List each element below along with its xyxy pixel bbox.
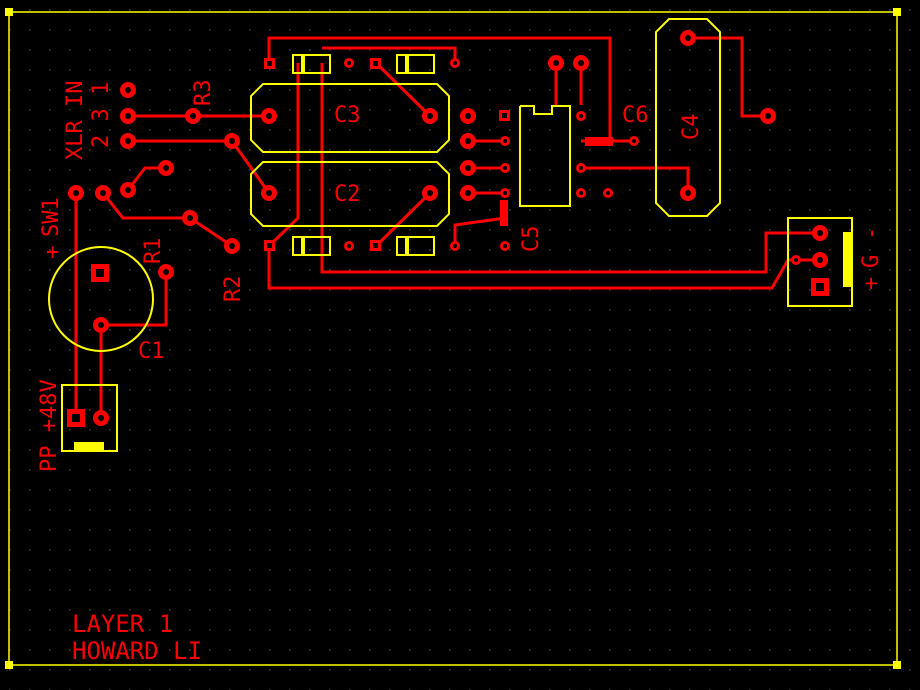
label-out-minus: - [859, 227, 884, 240]
square-pads [67, 58, 829, 427]
diode-top-left-body [292, 54, 331, 74]
label-c1-plus: + [46, 240, 59, 265]
ic-outline [519, 105, 571, 207]
label-xlr-pins: 2 3 1 [89, 82, 114, 148]
label-c3: C3 [334, 103, 361, 128]
label-sw1: SW1 [39, 197, 64, 237]
label-r3: R3 [191, 80, 216, 107]
label-out-plus: + [859, 277, 884, 290]
board-outline [5, 8, 901, 669]
pads [67, 30, 829, 427]
silkscreen [48, 18, 853, 452]
small-pads [344, 58, 801, 265]
c1-outline [48, 246, 154, 352]
c4-outline [655, 18, 721, 217]
diode-top-right-body [396, 54, 435, 74]
author-label: HOWARD LI [72, 637, 202, 665]
label-pp-48v: PP +48V [37, 379, 62, 472]
label-c6: C6 [622, 103, 649, 128]
output-connector-outline [787, 217, 853, 307]
diode-bottom-left-body [292, 236, 331, 256]
label-r1: R1 [141, 238, 166, 265]
label-xlr-in: XLR IN [63, 81, 88, 160]
label-c1: C1 [138, 339, 165, 364]
c2-outline [250, 161, 450, 227]
label-c5: C5 [519, 226, 544, 253]
label-out-g: G [859, 255, 884, 268]
diode-bottom-right-body [396, 236, 435, 256]
board-text: LAYER 1 HOWARD LI [72, 610, 202, 665]
component-labels: XLR IN 2 3 1 R3 SW1 + R1 R2 C1 PP +48V C… [37, 80, 884, 473]
round-pads [68, 30, 828, 426]
c3-outline [250, 83, 450, 153]
label-r2: R2 [221, 276, 246, 303]
label-c4: C4 [679, 114, 704, 141]
layer-label: LAYER 1 [72, 610, 173, 638]
power-connector-outline [61, 384, 118, 452]
label-c2: C2 [334, 182, 361, 207]
